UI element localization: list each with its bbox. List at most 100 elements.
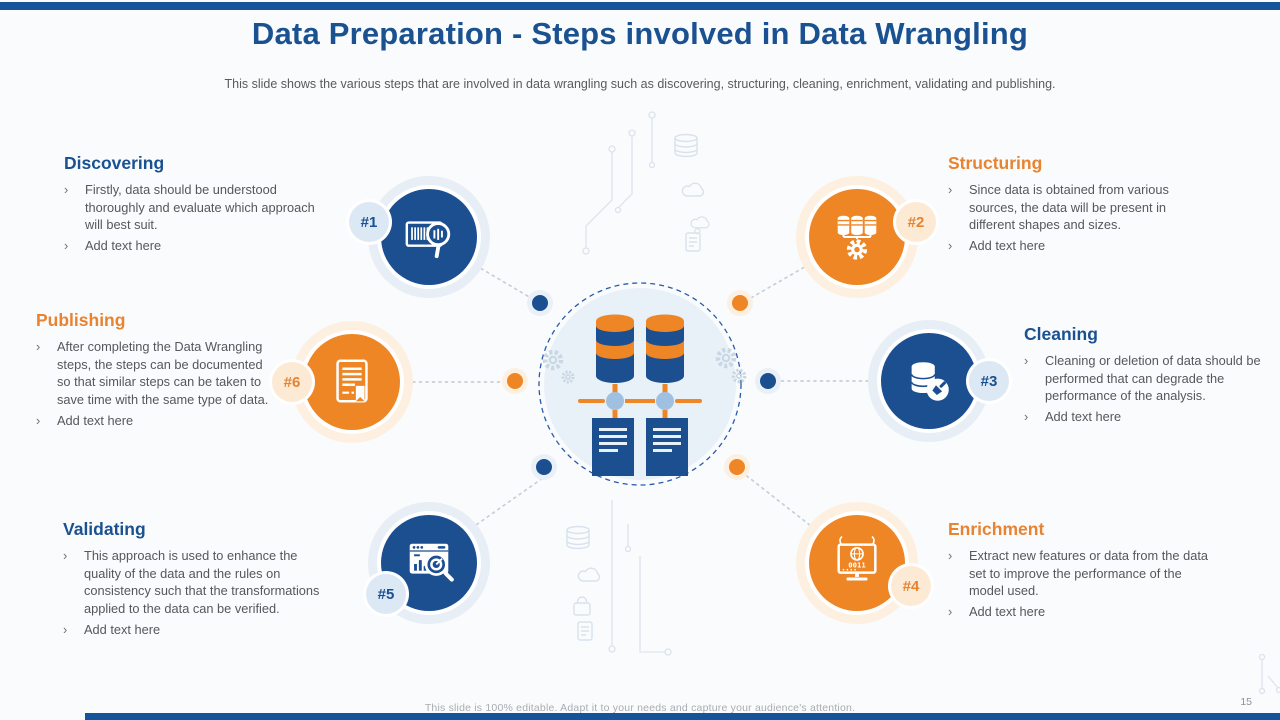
database-cylinders <box>596 314 684 383</box>
step-heading: Cleaning <box>1024 324 1098 344</box>
bullet-item: › Add text here <box>1024 408 1264 426</box>
bullet-text: Cleaning or deletion of data should be p… <box>1045 353 1261 404</box>
step-badge-6: #6 <box>272 362 312 402</box>
step-badge-2: #2 <box>896 202 936 242</box>
hub-connectors <box>578 384 702 418</box>
step-number: #4 <box>902 577 920 595</box>
bullet-list: › Since data is obtained from various sou… <box>948 181 1210 255</box>
connector-dot-6 <box>507 373 523 389</box>
bullet-text: This approach is used to enhance the qua… <box>84 548 320 616</box>
step-heading: Validating <box>63 519 146 539</box>
bullet-marker: › <box>64 182 69 197</box>
step-panel-validating: Validating › This approach is used to enh… <box>63 519 321 641</box>
bullet-item: › Add text here <box>948 237 1210 255</box>
bullet-item: › Add text here <box>64 237 316 255</box>
faint-cloud-icon <box>690 216 710 235</box>
step-badge-3: #3 <box>969 361 1009 401</box>
slide-title: Data Preparation - Steps involved in Dat… <box>251 16 1029 51</box>
step-circle-structuring <box>809 189 905 285</box>
bullet-marker: › <box>63 621 68 637</box>
bullet-marker: › <box>36 412 41 428</box>
connector-dot-4 <box>729 459 745 475</box>
bullet-list: › After completing the Data Wrangling ste… <box>36 338 278 429</box>
bullet-marker: › <box>948 182 953 197</box>
step-circle-discovering <box>381 189 477 285</box>
bullet-text: Add text here <box>969 237 1046 253</box>
bullet-text: Add text here <box>969 603 1046 619</box>
bullet-list: › This approach is used to enhance the qu… <box>63 547 321 638</box>
bullet-text: Extract new features or data from the da… <box>969 548 1208 599</box>
bullet-text: After completing the Data Wrangling step… <box>57 339 269 407</box>
svg-text:0011: 0011 <box>848 560 865 569</box>
step-circle-cleaning <box>881 333 977 429</box>
page-number: 15 <box>1240 696 1252 708</box>
barcode-search-icon <box>405 221 451 259</box>
spoke-lines <box>399 260 882 534</box>
monitor-globe-icon: 0011 <box>837 536 877 581</box>
bullet-text: Firstly, data should be understood thoro… <box>85 182 315 233</box>
step-heading: Discovering <box>64 153 165 173</box>
connector-dot-2 <box>732 295 748 311</box>
step-number: #2 <box>907 213 925 231</box>
bullet-text: Add text here <box>85 237 162 253</box>
faint-cloud-icon <box>577 567 601 582</box>
faint-document-icon <box>577 621 593 641</box>
step-panel-enrichment: Enrichment › Extract new features or data… <box>948 519 1210 624</box>
bullet-item: › Add text here <box>63 621 321 639</box>
bullet-item: › After completing the Data Wrangling ste… <box>36 338 278 409</box>
step-badge-5: #5 <box>366 574 406 614</box>
step-panel-structuring: Structuring › Since data is obtained from… <box>948 153 1210 258</box>
step-number: #1 <box>360 213 378 231</box>
data-wrangling-hub-illustration <box>538 282 747 486</box>
bullet-marker: › <box>948 237 953 253</box>
step-badge-1: #1 <box>349 202 389 242</box>
faint-lock-icon <box>573 596 591 616</box>
slide-subtitle: This slide shows the various steps that … <box>224 77 1056 91</box>
step-heading: Enrichment <box>948 519 1045 539</box>
bullet-list: › Extract new features or data from the d… <box>948 547 1210 621</box>
step-badge-4: #4 <box>891 566 931 606</box>
step-panel-discovering: Discovering › Firstly, data should be und… <box>64 153 316 258</box>
bullet-list: › Cleaning or deletion of data should be … <box>1024 352 1264 426</box>
bullet-item: › Extract new features or data from the d… <box>948 547 1210 600</box>
footer-note: This slide is 100% editable. Adapt it to… <box>424 702 856 714</box>
database-brush-icon <box>910 362 949 401</box>
faint-database-icon <box>566 525 590 550</box>
step-number: #3 <box>980 372 998 390</box>
document-ribbon-icon <box>336 359 368 403</box>
step-number: #6 <box>283 373 301 391</box>
bullet-marker: › <box>1024 353 1029 368</box>
connector-dot-5 <box>536 459 552 475</box>
database-gear-icon <box>837 215 877 260</box>
step-heading: Publishing <box>36 310 126 330</box>
faint-database-icon <box>566 133 710 641</box>
bullet-list: › Firstly, data should be understood thor… <box>64 181 316 255</box>
bullet-marker: › <box>64 237 69 253</box>
faint-cloud-icon <box>681 182 705 197</box>
bullet-item: › Add text here <box>36 412 278 430</box>
bullet-item: › Since data is obtained from various sou… <box>948 181 1210 234</box>
bullet-text: Add text here <box>1045 408 1122 424</box>
step-panel-cleaning: Cleaning › Cleaning or deletion of data s… <box>1024 324 1264 429</box>
bullet-marker: › <box>36 339 41 354</box>
bullet-marker: › <box>63 548 68 563</box>
step-number: #5 <box>377 585 395 603</box>
server-documents <box>592 418 688 476</box>
browser-search-icon <box>409 543 454 582</box>
step-panel-publishing: Publishing › After completing the Data Wr… <box>36 310 278 432</box>
step-heading: Structuring <box>948 153 1043 173</box>
gear-icon <box>542 347 747 384</box>
bullet-text: Since data is obtained from various sour… <box>969 182 1169 233</box>
bullet-marker: › <box>1024 408 1029 424</box>
bullet-text: Add text here <box>84 621 161 637</box>
step-circle-enrichment: 0011 <box>809 515 905 611</box>
top-accent-bar <box>0 2 1280 10</box>
bullet-text: Add text here <box>57 412 134 428</box>
bullet-item: › Cleaning or deletion of data should be … <box>1024 352 1264 405</box>
faint-document-icon <box>685 232 701 252</box>
connector-dot-3 <box>760 373 776 389</box>
bullet-marker: › <box>948 548 953 563</box>
connector-dot-1 <box>532 295 548 311</box>
